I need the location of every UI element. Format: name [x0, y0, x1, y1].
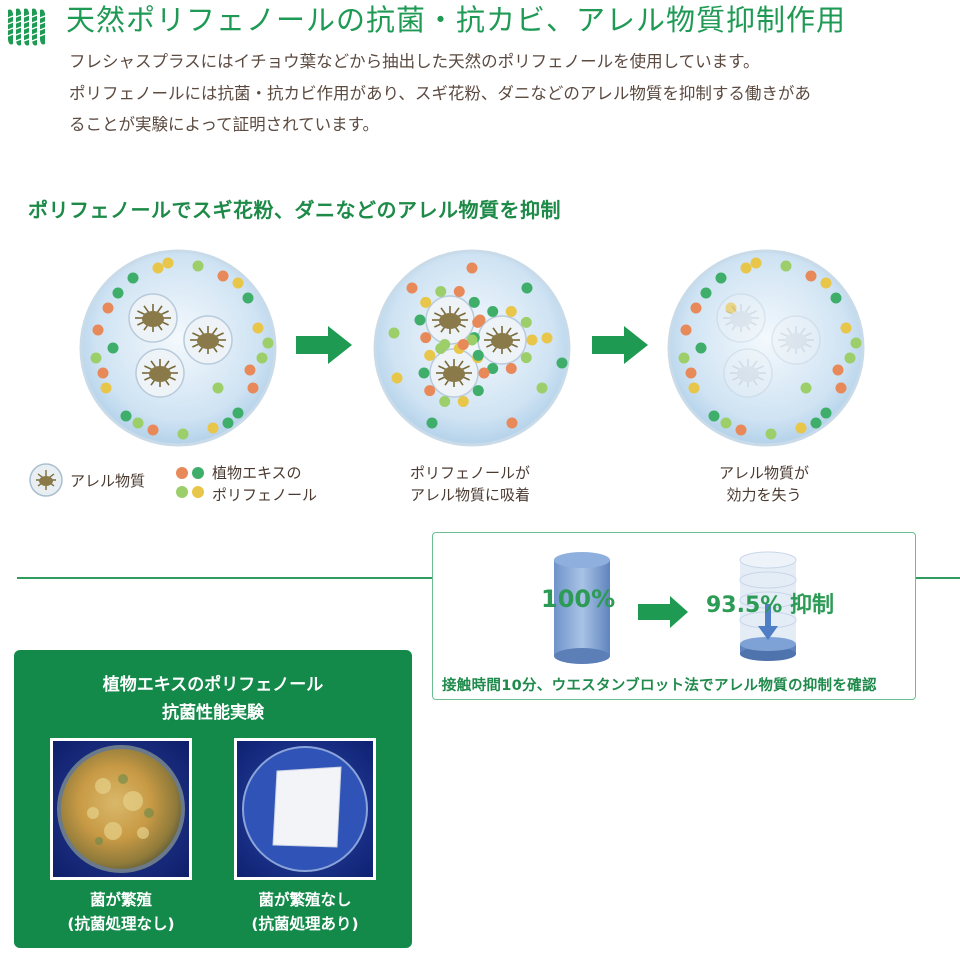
step-2-caption-line-2: アレル物質に吸着: [409, 486, 530, 504]
intro-text-line-1: フレシャスプラスにはイチョウ葉などから抽出した天然のポリフェノールを使用していま…: [69, 52, 760, 71]
reduced-cylinder-icon: [739, 551, 797, 661]
photo-untreated-caption: 菌が繁殖 (抗菌処理なし): [41, 888, 201, 936]
photo-treated: [234, 738, 376, 880]
page-title: 天然ポリフェノールの抗菌・抗カビ、アレル物質抑制作用: [66, 3, 847, 37]
step-2-caption-line-1: ポリフェノールが: [409, 464, 530, 482]
allergen-particle-icon: [29, 463, 63, 497]
experiment-title-line-2: 抗菌性能実験: [162, 703, 264, 723]
step-3-caption-line-1: アレル物質が: [718, 464, 809, 482]
full-cylinder-icon: [554, 552, 610, 664]
intro-text-line-2: ポリフェノールには抗菌・抗カビ作用があり、スギ花粉、ダニなどのアレル物質を抑制す…: [69, 84, 811, 103]
diagram-step-1-circle: [79, 249, 277, 447]
photo-untreated-caption-line-1: 菌が繁殖: [89, 891, 152, 909]
intro-text-line-3: ることが実験によって証明されています。: [69, 115, 380, 134]
photo-untreated-caption-line-2: (抗菌処理なし): [67, 915, 175, 933]
arrow-right-icon: [638, 596, 688, 628]
legend-extract-label: 植物エキスの ポリフェノール: [212, 462, 317, 506]
after-value: 93.5% 抑制: [706, 593, 834, 618]
step-3-caption: アレル物質が 効力を失う: [664, 462, 864, 506]
legend-extract-line-2: ポリフェノール: [212, 486, 318, 504]
legend-allergen-label: アレル物質: [70, 472, 146, 490]
arrow-right-icon: [296, 326, 352, 364]
photo-treated-caption-line-2: (抗菌処理あり): [251, 915, 359, 933]
before-value: 100%: [541, 585, 616, 613]
leaf-logo-icon: [7, 8, 46, 46]
diagram-step-2-circle: [373, 249, 571, 447]
experiment-title-line-1: 植物エキスのポリフェノール: [102, 675, 324, 695]
result-illustration: [554, 551, 797, 664]
result-note: 接触時間10分、ウエスタンブロット法でアレル物質の抑制を確認: [442, 678, 877, 694]
photo-treated-caption: 菌が繁殖なし (抗菌処理あり): [225, 888, 385, 936]
photo-untreated: [50, 738, 192, 880]
step-2-caption: ポリフェノールが アレル物質に吸着: [370, 462, 570, 506]
arrow-right-icon: [592, 326, 648, 364]
legend-extract-line-1: 植物エキスの: [212, 464, 302, 482]
polyphenol-dots-icon: [176, 467, 204, 498]
diagram-step-3-circle: [667, 249, 865, 447]
diagram-section-title: ポリフェノールでスギ花粉、ダニなどのアレル物質を抑制: [28, 198, 561, 222]
photo-treated-caption-line-1: 菌が繁殖なし: [258, 891, 352, 909]
step-3-caption-line-2: 効力を失う: [726, 486, 802, 504]
